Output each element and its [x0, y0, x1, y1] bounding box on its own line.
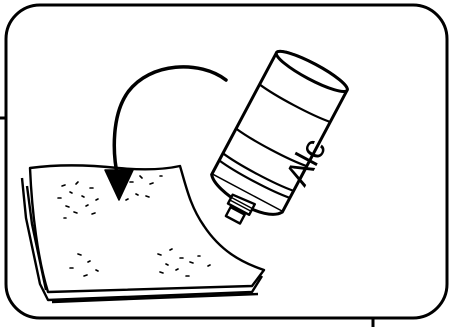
instruction-illustration: Alc	[0, 0, 454, 327]
illustration-canvas: Alc	[0, 0, 454, 327]
